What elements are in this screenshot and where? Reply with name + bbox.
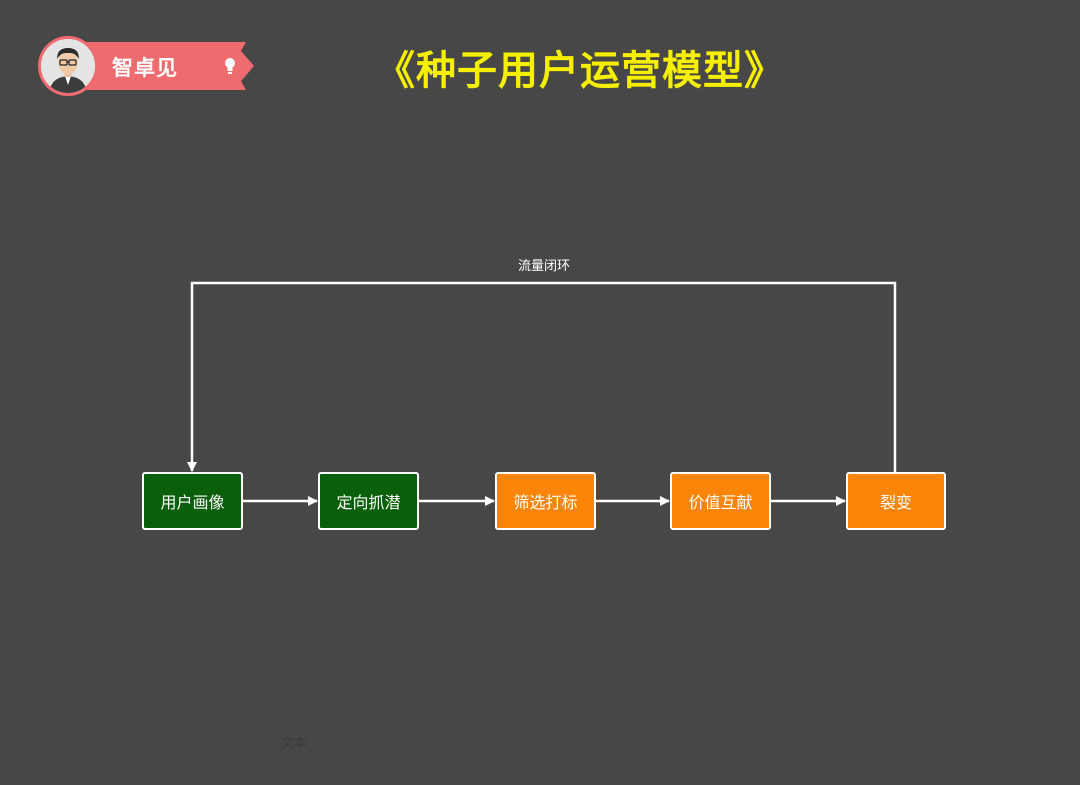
author-name: 智卓见 — [112, 56, 178, 80]
person-portrait-icon — [41, 39, 95, 93]
loop-back-connector — [187, 281, 897, 473]
node-fission: 裂变 — [846, 472, 946, 530]
node-targeted-capture: 定向抓潜 — [318, 472, 419, 530]
page-title: 《种子用户运营模型》 — [375, 48, 785, 94]
node-user-persona: 用户画像 — [142, 472, 243, 530]
author-badge: 智卓见 — [38, 36, 260, 96]
avatar — [38, 36, 98, 96]
loop-label: 流量闭环 — [517, 259, 570, 274]
node-filter-tagging: 筛选打标 — [495, 472, 596, 530]
lightbulb-icon — [225, 58, 235, 74]
node-value-exchange: 价值互献 — [670, 472, 771, 530]
text-placeholder: 文本 — [281, 736, 308, 751]
